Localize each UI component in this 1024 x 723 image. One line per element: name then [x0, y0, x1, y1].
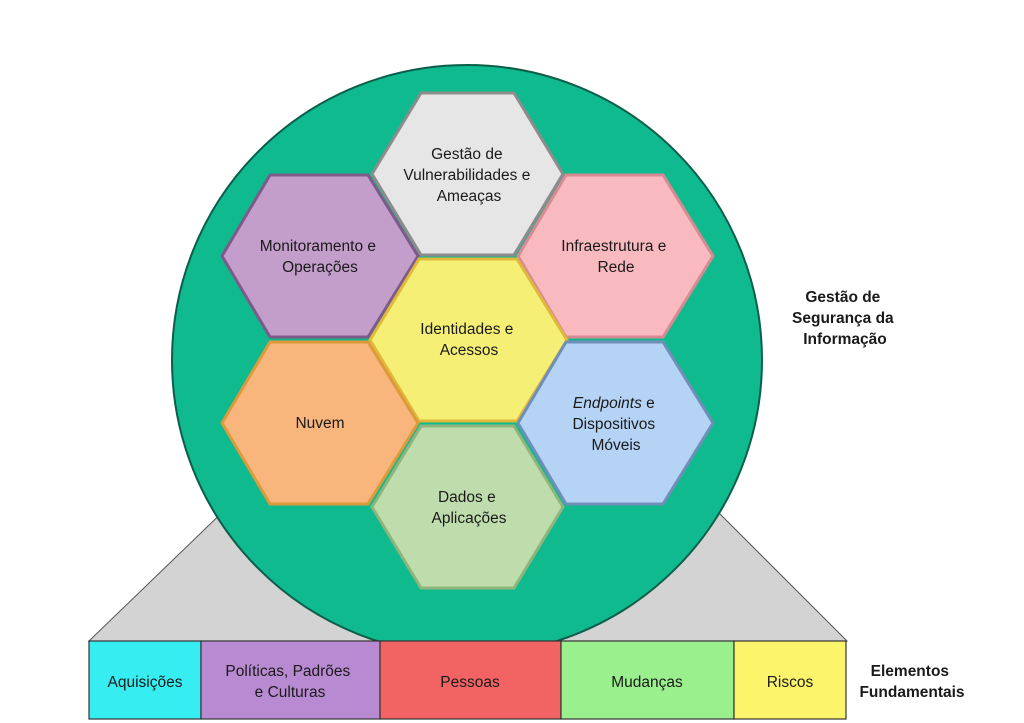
base-label-mudancas: Mudanças — [611, 674, 683, 691]
hex-identidades-shape — [368, 257, 569, 423]
base-side-label: Elementos Fundamentais — [859, 663, 964, 701]
base-label-pessoas: Pessoas — [440, 674, 500, 691]
hex-infraestrutura-label: Infraestrutura e Rede — [561, 238, 670, 276]
hex-identidades: Identidades e Acessos — [368, 257, 569, 423]
hex-dados: Dados e Aplicações — [370, 424, 565, 590]
base-label-riscos: Riscos — [767, 674, 814, 691]
hex-endpoints-label: Endpoints e Dispositivos Móveis — [572, 395, 659, 454]
base-box-riscos — [733, 640, 847, 720]
hex-monitoramento-label: Monitoramento e Operações — [260, 238, 381, 276]
base-box-pessoas — [379, 640, 562, 720]
hex-nuvem-label: Nuvem — [295, 415, 344, 432]
hex-dados-shape — [370, 424, 565, 590]
hex-vulnerabilidades-label: Gestão de Vulnerabilidades e Ameaças — [403, 146, 534, 205]
endpoints-em: Endpoints — [573, 395, 642, 412]
hex-identidades-label: Identidades e Acessos — [420, 321, 517, 359]
base-label-politicas: Políticas, Padrões e Culturas — [225, 663, 354, 701]
base-label-aquisicoes: Aquisições — [108, 674, 183, 691]
hex-vulnerabilidades-shape — [370, 91, 565, 257]
hex-monitoramento-shape — [220, 173, 420, 339]
base-box-politicas — [200, 640, 381, 720]
hex-nuvem: Nuvem — [220, 340, 420, 506]
hex-dados-label: Dados e Aplicações — [432, 489, 507, 527]
base-box-mudancas — [560, 640, 735, 720]
hex-infraestrutura: Infraestrutura e Rede — [516, 173, 715, 339]
hex-nuvem-shape — [220, 340, 420, 506]
hex-infraestrutura-shape — [516, 173, 715, 339]
hex-endpoints: Endpoints e Dispositivos Móveis — [516, 340, 715, 506]
endpoints-rest: e — [642, 395, 655, 412]
hex-vulnerabilidades: Gestão de Vulnerabilidades e Ameaças — [370, 91, 565, 257]
base-box-aquisicoes — [88, 640, 202, 720]
circle-side-label: Gestão de Segurança da Informação — [792, 289, 898, 348]
hex-endpoints-shape — [516, 340, 715, 506]
hex-monitoramento: Monitoramento e Operações — [220, 173, 420, 339]
base-row: Aquisições Políticas, Padrões e Culturas… — [88, 640, 847, 720]
